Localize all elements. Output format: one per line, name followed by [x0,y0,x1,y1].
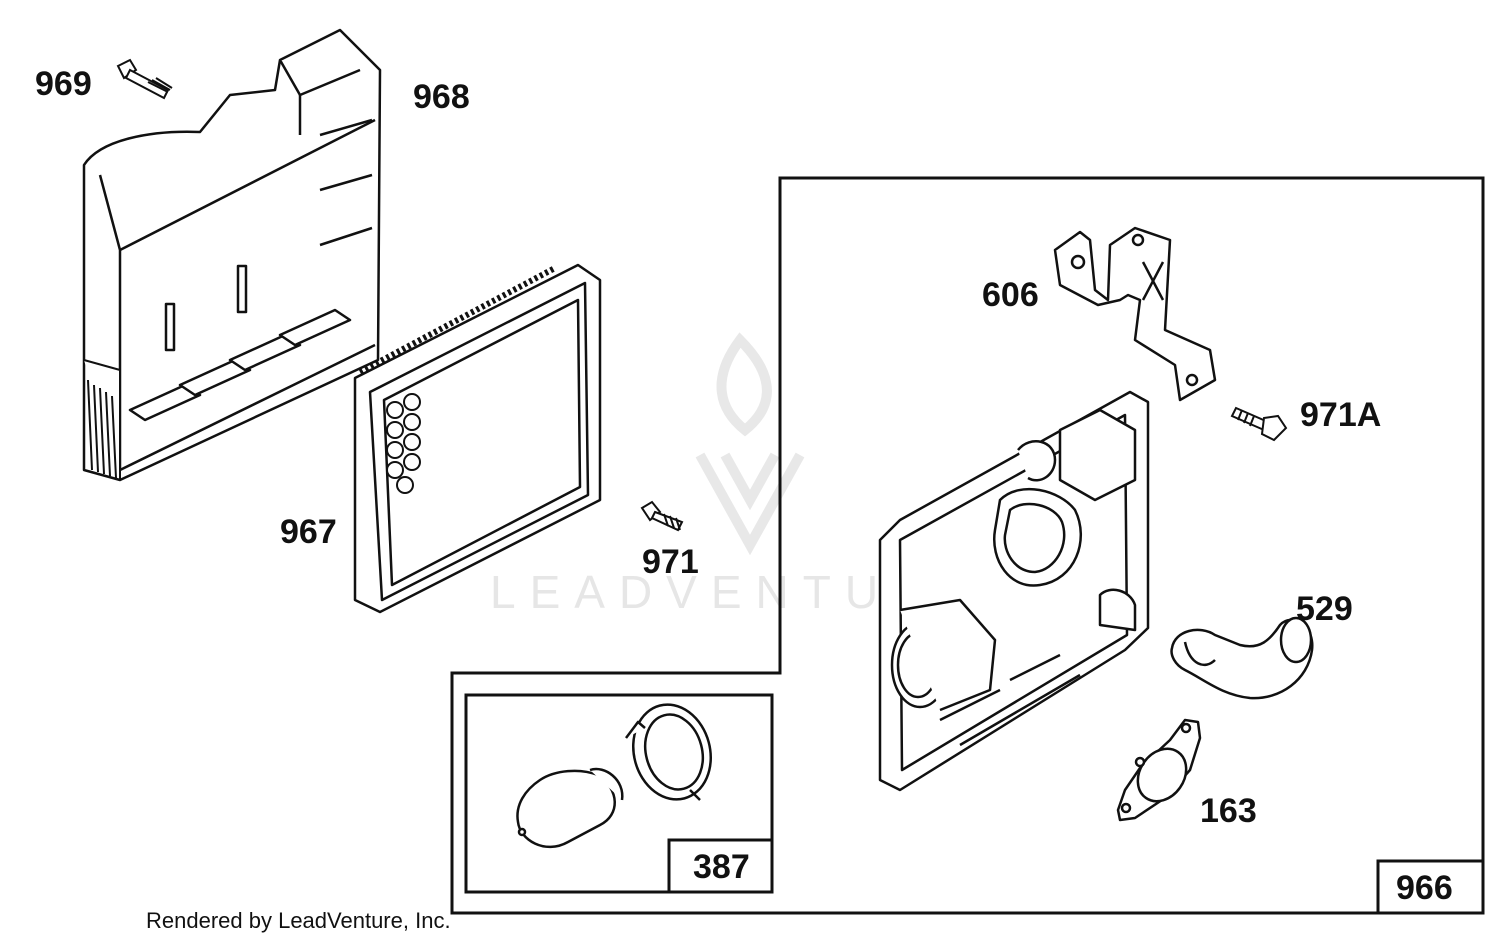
bolt-969-icon [116,58,173,100]
credit-text: Rendered by LeadVenture, Inc. [146,908,451,933]
screw-971a-icon [1230,406,1288,442]
callout-971a: 971A [1300,396,1381,434]
screw-971-icon [640,500,684,532]
callout-966: 966 [1396,869,1453,907]
callout-606: 606 [982,276,1039,314]
air-filter-967-icon [353,263,602,614]
group-box-387 [464,693,774,894]
watermark-logo-icon [695,332,805,556]
group-box-966 [450,176,1485,915]
elbow-hose-529-icon [1170,616,1314,700]
callout-971: 971 [642,543,699,581]
callout-967: 967 [280,513,337,551]
air-cleaner-cover-968-icon [82,28,382,482]
bracket-606-icon [1053,226,1217,402]
gasket-163-icon [1116,718,1202,822]
air-cleaner-base-966-icon [878,390,1150,792]
filter-pleats [386,393,421,494]
clamp-ring-387-icon [625,703,713,801]
callout-529: 529 [1296,590,1353,628]
callout-387: 387 [693,848,750,886]
callout-969: 969 [35,65,92,103]
callout-968: 968 [413,78,470,116]
cover-shading [87,379,117,479]
breather-tube-387-icon [516,767,624,849]
callout-163: 163 [1200,792,1257,830]
